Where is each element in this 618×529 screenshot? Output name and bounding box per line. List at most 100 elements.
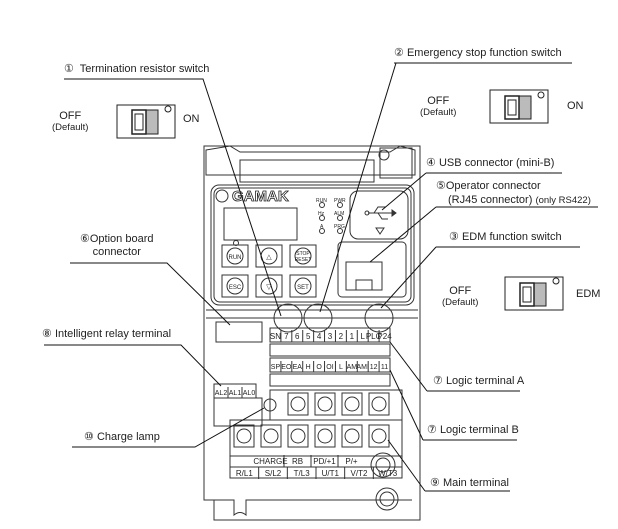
stop-key-label: STOP [296,251,310,257]
callout-number: ⑦ [433,375,443,387]
main-terminal-bottom-label: W/T3 [378,469,398,478]
logic-b-terminal-label: EA [293,364,303,371]
logic-a-terminal-label: 6 [295,332,300,341]
termination-switch[interactable] [273,303,303,333]
logic-b-terminal-label: OI [326,364,333,371]
led-a [319,228,325,234]
callout-main-terminal: ⑨ Main terminal [430,476,509,489]
callout-usb-connector: ④ USB connector (mini-B) [426,156,554,169]
main-terminal-bottom-label: R/L1 [236,469,253,478]
callout-label: Charge lamp [96,431,160,443]
callout-number: ④ [426,157,436,169]
callout-number: ③ [449,231,459,243]
logic-b-terminal-label: 11 [381,364,388,371]
down-key[interactable] [255,274,283,298]
default-text: (Default) [442,297,479,308]
logic-b-terminal-label: AMI [357,364,370,371]
callout-label: EDM function switch [461,231,562,243]
off-text: OFF [427,95,450,107]
emergency-switch-on-label: ON [567,100,584,112]
option-board-connector [215,321,263,343]
leader-lines [44,62,598,492]
logic-a-terminal-label: 5 [306,332,311,341]
callout-relay-terminal: ⑧ Intelligent relay terminal [42,327,171,340]
brand-logo-icon [215,189,229,203]
callout-note: (only RS422) [535,195,591,206]
logic-a-terminal-label: 1 [350,332,355,341]
led-label-a: A [320,224,324,230]
logic-a-terminal-label: 7 [284,332,289,341]
down-arrow-icon: ▽ [266,284,272,291]
led-label-alm: ALM [334,211,344,217]
callout-logic-terminal-b: ⑦ Logic terminal B [427,423,519,436]
main-terminal-top-label: PD/+1 [313,457,336,466]
callout-label: Logic terminal A [445,375,525,387]
stop-reset-key[interactable] [289,244,317,268]
callout-number: ⑤ [436,180,446,192]
logic-b-terminal-label: EO [281,364,292,371]
callout-logic-terminal-a: ⑦ Logic terminal A [433,374,524,387]
charge-lamp [263,398,277,412]
logic-b-terminal-label: L [339,364,343,371]
logic-b-terminal-label: O [316,364,322,371]
callout-operator-connector: ⑤Operator connector (RJ45 connector) (on… [436,179,591,208]
led-hz [319,215,325,221]
led-label-pwr: PWR [334,198,346,204]
callout-label: Logic terminal B [439,424,519,436]
main-terminal-bottom-label: T/L3 [294,469,311,478]
on-text: EDM [576,288,601,300]
default-text: (Default) [420,107,457,118]
off-text: OFF [449,285,472,297]
callout-number: ⑦ [427,424,437,436]
esc-key[interactable] [221,274,249,298]
callout-sublabel: (RJ45 connector) [448,194,533,206]
up-key[interactable] [255,244,283,268]
callout-number: ⑩ [84,431,94,443]
main-terminal-bottom-label: U/T1 [322,469,340,478]
esc-key-label: ESC [229,285,242,291]
up-arrow-icon: △ [266,254,272,261]
main-terminal-screws [233,392,390,448]
logic-b-terminal-label: SP [271,364,281,371]
emergency-switch-inset [489,89,549,124]
callout-number: ⑥ [80,233,90,245]
ground-screw [370,452,396,478]
main-terminal-bottom-label: V/T2 [351,469,368,478]
termination-switch-inset [116,104,176,139]
led-label-hz: Hz [318,211,325,217]
edm-switch-inset [504,276,564,311]
usb-icon [364,206,397,235]
logic-a-terminal-label: PLC [366,332,382,341]
emergency-switch-off-label: OFF (Default) [420,95,456,118]
led-run [319,202,325,208]
logic-a-terminal-label: P24 [377,332,392,341]
off-text: OFF [59,110,82,122]
logic-a-terminal-label: L [361,332,366,341]
logic-b-terminal-label: 12 [370,364,378,371]
logic-a-terminal-label: 3 [328,332,333,341]
callout-emergency-stop-switch: ② Emergency stop function switch [394,46,562,59]
relay-terminal-label: AL0 [243,390,256,397]
ground-screw-bottom [375,487,399,511]
callout-charge-lamp: ⑩ Charge lamp [84,430,160,443]
led-prg [337,228,343,234]
edm-switch-off-label: OFF (Default) [442,285,478,308]
callout-number: ① [64,63,74,75]
emergency-stop-switch[interactable] [303,303,333,333]
led-pwr [337,202,343,208]
main-terminal-top-label: RB [292,457,303,466]
callout-label: Emergency stop function switch [406,47,562,59]
callout-label: Intelligent relay terminal [54,328,172,340]
logic-b-terminal-label: H [306,364,311,371]
termination-switch-off-label: OFF (Default) [52,110,88,133]
logic-terminal-clamps [269,343,391,387]
set-key[interactable] [289,274,317,298]
callout-label: USB connector (mini-B) [438,157,555,169]
on-text: ON [183,113,200,125]
logic-a-terminal-label: 4 [317,332,322,341]
on-text: ON [567,100,584,112]
main-terminal-bottom-label: S/L2 [265,469,282,478]
